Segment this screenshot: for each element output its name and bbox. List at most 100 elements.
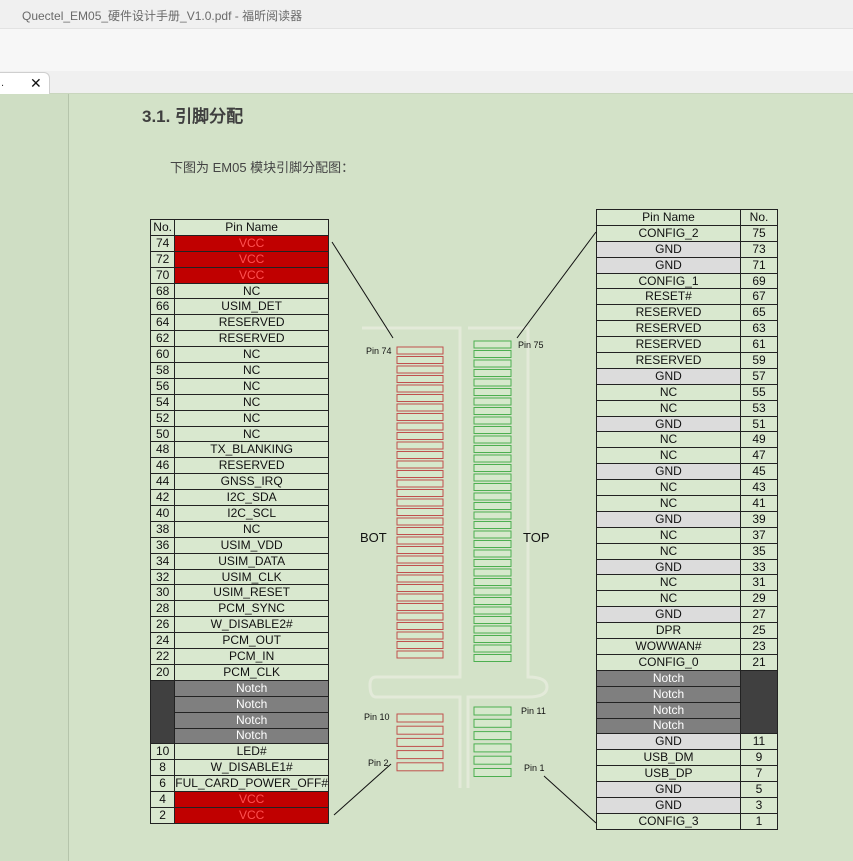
- bot-pad: [396, 584, 444, 592]
- top-pad: [473, 350, 512, 358]
- pin-name: Notch: [596, 669, 741, 687]
- pin-name: CONFIG_2: [596, 224, 741, 242]
- pin-name: RESERVED: [596, 352, 741, 369]
- table-row: Notch: [596, 701, 778, 719]
- pin-number: 35: [740, 542, 778, 560]
- table-header-row: No.Pin Name: [149, 219, 329, 236]
- pin-name: W_DISABLE1#: [174, 759, 329, 777]
- pin-name: PCM_OUT: [174, 632, 329, 650]
- pin-name: GND: [596, 796, 741, 814]
- top-pad: [473, 559, 512, 567]
- top-pad: [473, 407, 512, 415]
- top-pad: [473, 597, 512, 605]
- top-pad: [473, 755, 512, 765]
- column-header: Pin Name: [596, 209, 741, 226]
- top-pad: [473, 540, 512, 548]
- pin-name: Notch: [174, 727, 329, 745]
- pin-name: WOWWAN#: [596, 638, 741, 655]
- pin-number: 4: [149, 791, 176, 808]
- bot-pad: [396, 750, 444, 760]
- pin-name: NC: [174, 377, 329, 395]
- pin-number: 59: [740, 352, 778, 369]
- close-icon[interactable]: ✕: [30, 75, 42, 91]
- pin-number: 29: [740, 590, 778, 608]
- top-pad: [473, 445, 512, 453]
- pin-name: GNSS_IRQ: [174, 473, 329, 491]
- table-row: Notch: [149, 679, 329, 745]
- pin1-leader: [543, 775, 597, 824]
- pin-number: 67: [740, 288, 778, 306]
- top-pad: [473, 654, 512, 662]
- table-row: RESET#67: [596, 288, 778, 306]
- pin-number: 22: [149, 648, 176, 665]
- pin-name: USIM_DATA: [174, 552, 329, 570]
- table-row: Notch: [596, 669, 778, 735]
- bot-pad: [396, 365, 444, 374]
- pin-name: PCM_CLK: [174, 663, 329, 681]
- pin-number: 20: [149, 663, 176, 681]
- pin-number: 56: [149, 377, 176, 395]
- bot-pad: [396, 650, 444, 659]
- bot-pad: [396, 527, 444, 535]
- pin-name: W_DISABLE2#: [174, 616, 329, 634]
- pin-number: 9: [740, 749, 778, 767]
- top-pad: [473, 521, 512, 529]
- pin-number: 66: [149, 298, 176, 316]
- document-tab[interactable]: . ✕: [0, 72, 50, 94]
- pin-number: 28: [149, 600, 176, 618]
- pin-name: Notch: [174, 711, 329, 729]
- table-row: Notch: [151, 695, 329, 713]
- pin-number: 21: [740, 653, 778, 671]
- bot-pad: [396, 394, 444, 402]
- bot-pad: [396, 612, 444, 621]
- pin-number: 38: [149, 520, 176, 538]
- bot-pad: [396, 403, 444, 412]
- bot-pad: [396, 517, 444, 526]
- pin-number: 44: [149, 473, 176, 491]
- pin-number: 5: [740, 781, 778, 798]
- bot-pad: [396, 737, 444, 747]
- pin-name: GND: [596, 606, 741, 624]
- navigation-pane: [0, 94, 69, 861]
- pin-name: VCC: [174, 266, 329, 284]
- bot-pad: [396, 725, 444, 735]
- bot-pad: [396, 565, 444, 573]
- pin-number: 55: [740, 383, 778, 401]
- pin-name: USB_DP: [596, 765, 741, 783]
- column-header: No.: [149, 219, 176, 236]
- pin75-leader: [516, 231, 597, 339]
- pin-number: 73: [740, 240, 778, 258]
- top-pad: [473, 625, 512, 634]
- bot-pad: [396, 631, 444, 640]
- pin-name: NC: [174, 393, 329, 411]
- pin-name: TX_BLANKING: [174, 441, 329, 459]
- title-bar: Quectel_EM05_硬件设计手册_V1.0.pdf - 福昕阅读器: [0, 0, 853, 29]
- pin-name: RESERVED: [596, 304, 741, 322]
- pin-number: 72: [149, 250, 176, 268]
- bot-pad: [396, 546, 444, 554]
- pin-name: NC: [596, 526, 741, 544]
- pin-name: CONFIG_1: [596, 272, 741, 290]
